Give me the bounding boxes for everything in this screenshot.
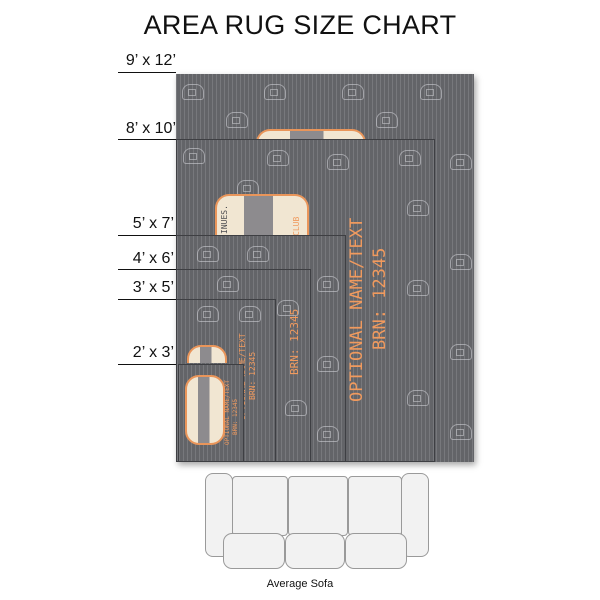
sofa-back-cushion: [348, 476, 402, 536]
rug-name-text: OPTIONAL NAME/TEXT: [347, 217, 367, 402]
sofa-caption: Average Sofa: [266, 578, 334, 590]
trailer-pattern-icon: [317, 426, 339, 442]
size-rule-4x6: [118, 269, 176, 270]
trailer-pattern-icon: [285, 400, 307, 416]
trailer-pattern-icon: [277, 300, 299, 316]
trailer-badge-graphic: [215, 194, 309, 238]
rug-number-text: BRN: 12345: [248, 351, 257, 400]
sofa-illustration: [205, 473, 429, 570]
trailer-pattern-icon: [197, 306, 219, 322]
sofa-seat-cushion: [285, 533, 345, 569]
size-rule-5x7: [118, 235, 176, 236]
trailer-pattern-icon: [450, 254, 472, 270]
trailer-badge-graphic: [185, 375, 225, 445]
rug-number-text: BRN: 12345: [370, 247, 390, 350]
size-rule-8x10: [118, 139, 176, 140]
size-rule-9x12: [118, 72, 176, 73]
trailer-pattern-icon: [247, 246, 269, 262]
trailer-pattern-icon: [239, 306, 261, 322]
size-label-3x5: 3’ x 5’: [132, 279, 174, 296]
rug-badge-partial-text: INUES.: [220, 205, 229, 234]
trailer-pattern-icon: [226, 112, 248, 128]
rug-number-text: BRN: 12345: [288, 308, 301, 375]
trailer-pattern-icon: [267, 150, 289, 166]
sofa-back-cushion: [232, 476, 288, 536]
size-label-4x6: 4’ x 6’: [132, 250, 174, 267]
rug-name-text: OPTIONAL NAME/TEXT: [224, 379, 231, 445]
trailer-pattern-icon: [407, 280, 429, 296]
sofa-seat-cushion: [223, 533, 285, 569]
sofa-back-cushion: [288, 476, 348, 536]
trailer-pattern-icon: [376, 112, 398, 128]
size-rule-2x3: [118, 364, 176, 365]
sofa-seat-cushion: [345, 533, 407, 569]
trailer-pattern-icon: [217, 276, 239, 292]
sofa-left-arm: [205, 473, 233, 557]
trailer-pattern-icon: [182, 84, 204, 100]
trailer-pattern-icon: [317, 356, 339, 372]
trailer-pattern-icon: [450, 424, 472, 440]
trailer-pattern-icon: [197, 246, 219, 262]
rug-badge-club-text: CLUB: [292, 216, 301, 236]
trailer-pattern-icon: [407, 200, 429, 216]
trailer-pattern-icon: [450, 154, 472, 170]
rug-2x3: OPTIONAL NAME/TEXT BRN: 12345: [178, 364, 244, 462]
trailer-pattern-icon: [183, 148, 205, 164]
page-title: AREA RUG SIZE CHART: [143, 10, 457, 40]
trailer-pattern-icon: [264, 84, 286, 100]
trailer-pattern-icon: [327, 154, 349, 170]
trailer-pattern-icon: [317, 276, 339, 292]
size-rule-3x5: [118, 299, 176, 300]
size-label-5x7: 5’ x 7’: [132, 215, 174, 232]
size-label-2x3: 2’ x 3’: [132, 344, 174, 361]
size-label-9x12: 9’ x 12’: [125, 52, 176, 69]
trailer-pattern-icon: [407, 390, 429, 406]
trailer-pattern-icon: [450, 344, 472, 360]
trailer-pattern-icon: [399, 150, 421, 166]
trailer-pattern-icon: [420, 84, 442, 100]
trailer-badge-graphic: [187, 345, 227, 363]
trailer-pattern-icon: [342, 84, 364, 100]
size-label-8x10: 8’ x 10’: [125, 120, 176, 137]
rug-number-text: BRN: 12345: [232, 398, 239, 435]
